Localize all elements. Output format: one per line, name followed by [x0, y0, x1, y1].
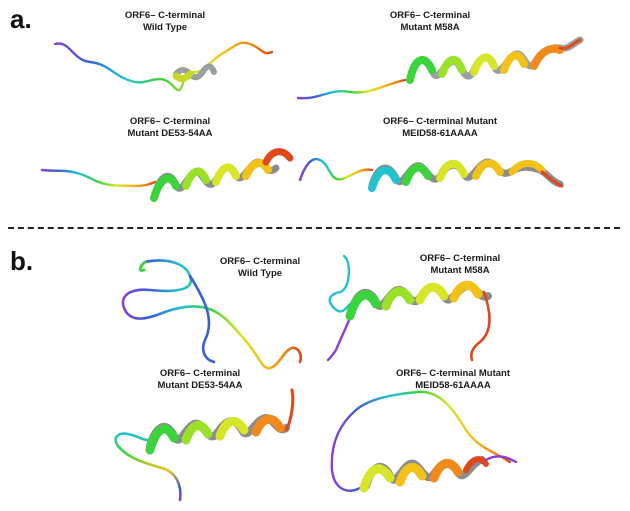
structure-a-m58a	[296, 36, 584, 100]
structure-a-meid58-61aaaa	[298, 157, 564, 192]
panel-a-letter: a.	[10, 4, 32, 34]
structure-b-wild-type	[121, 259, 303, 370]
structure-b-de53-54aa	[114, 388, 295, 502]
panel-divider	[8, 227, 620, 229]
structure-b-m58a	[326, 254, 492, 362]
structure-b-meid58-61aaaa	[330, 390, 518, 493]
panel-b-letter: b.	[10, 246, 34, 276]
structure-a-de53-54aa	[40, 148, 294, 202]
structure-a-wild-type	[53, 41, 274, 92]
